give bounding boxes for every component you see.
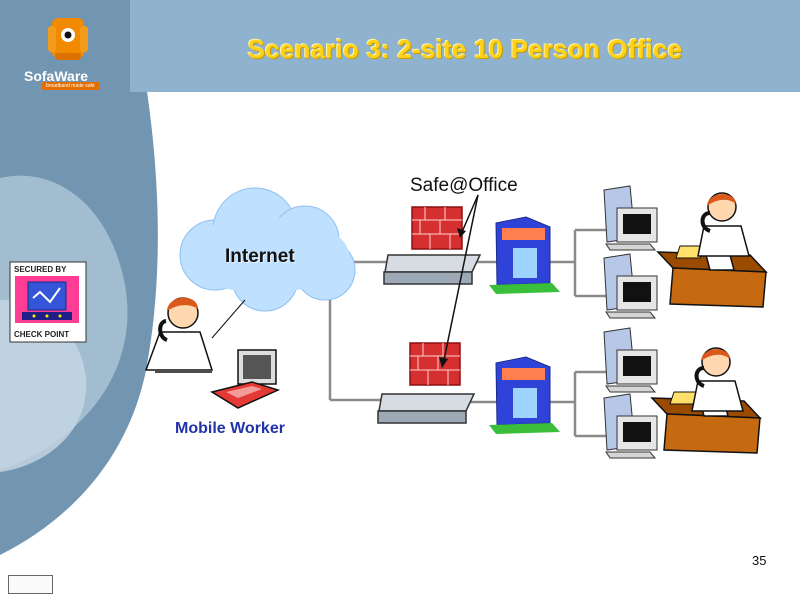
computer-icon-bottom-1 <box>603 327 658 393</box>
building-icon-bottom <box>489 356 560 434</box>
badge-top-text: SECURED BY <box>14 265 67 274</box>
desk-person-icon-bottom <box>650 347 762 454</box>
cloud-label: Internet <box>225 246 295 267</box>
router-icon-top <box>383 254 482 285</box>
badge-bottom-text: CHECK POINT <box>14 330 70 339</box>
computer-icon-bottom-2 <box>603 393 658 459</box>
slide-title: Scenario 3: 2-site 10 Person Office <box>247 34 683 64</box>
title-band <box>130 0 800 92</box>
laptop-icon <box>210 349 281 409</box>
callout-arrows <box>439 194 479 368</box>
mobile-worker-label: Mobile Worker <box>175 420 285 437</box>
logo-name: SofaWare <box>24 68 89 84</box>
device-callout-label: Safe@Office <box>410 175 518 196</box>
building-icon-top <box>489 216 560 294</box>
sofaware-logo <box>48 18 88 60</box>
logo-tagline: broadband made safe <box>42 82 99 90</box>
firewall-icon-bottom <box>409 342 461 386</box>
computer-icon-top-1 <box>603 185 658 251</box>
computer-icon-top-2 <box>603 253 658 319</box>
mobile-person-icon <box>144 297 246 373</box>
network-lines <box>328 228 610 438</box>
cloud-icon <box>179 187 356 312</box>
router-icon-bottom <box>377 393 476 424</box>
page-number: 35 <box>752 553 767 568</box>
check-point-badge <box>9 261 87 343</box>
desk-person-icon-top <box>656 192 768 308</box>
navigation-box[interactable] <box>8 575 53 594</box>
firewall-icon-top <box>411 206 463 250</box>
